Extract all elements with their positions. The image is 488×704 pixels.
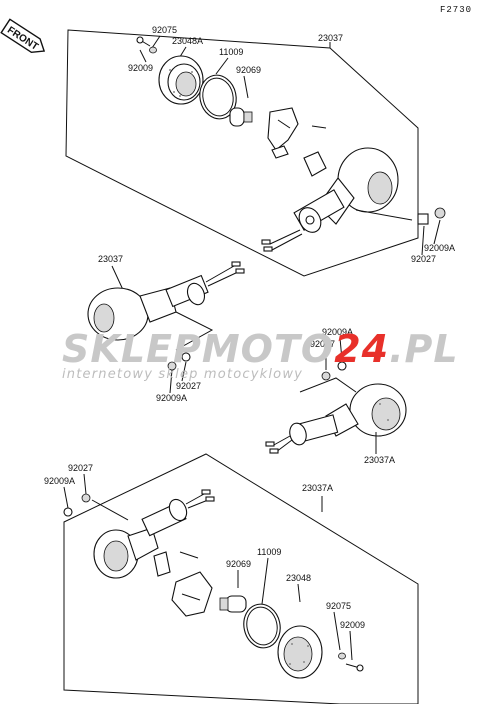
gasket-ring-icon [199,74,237,120]
watermark-brand-part1: SKLEPMOTO [62,327,334,371]
part-label-23048a-top: 23048A [172,36,203,46]
terminal-clip-icon [303,151,327,177]
part-label-92009a-bottom: 92009A [44,476,75,486]
assembly-label-mid-left: 23037 [98,254,123,264]
part-label-23048-bottom: 23048 [286,573,311,583]
assembly-label-top: 23037 [318,33,343,43]
part-label-92075-top: 92075 [152,25,177,35]
part-label-92027-top: 92027 [411,254,436,264]
part-label-92009-top: 92009 [128,63,153,73]
gasket-ring-icon [243,603,281,649]
wires-icon [261,229,303,252]
part-label-92027-mid-right: 92027 [310,339,335,349]
nut-icon [337,361,347,371]
part-label-92069-bottom: 92069 [226,559,251,569]
lens-icon [158,55,204,105]
group-top-right: 23037 92075 23048A 11009 92009 92069 920… [65,25,455,277]
part-label-11009-top: 11009 [219,47,243,57]
nut-icon [417,213,429,225]
front-arrow-icon: FRONT [0,18,46,54]
signal-housing-icon [93,498,188,579]
washer-icon [149,46,157,54]
signal-housing-icon [289,383,407,446]
group-middle-right: 92009A 92027 23037A [265,327,407,465]
washer-icon [321,371,331,381]
wires-icon [205,261,245,287]
part-label-92009a-mid-right: 92009A [322,327,353,337]
wires-icon [185,489,215,509]
terminal-clip-icon [153,551,171,577]
bulb-icon [219,595,247,613]
washer-icon [81,493,91,503]
socket-bracket-icon [267,107,299,159]
diagram-code: F2730 [440,5,472,15]
assembly-label-mid-right: 23037A [364,455,395,465]
signal-housing-icon [87,274,209,341]
group-middle-left: 23037 92027 92009A [87,254,245,403]
lens-icon [277,625,323,679]
watermark: SKLEPMOTO24.PL internetowy sklep motocyk… [62,327,459,382]
part-label-92027-bottom: 92027 [68,463,93,473]
watermark-brand: SKLEPMOTO24.PL [62,327,459,371]
group-boundary-bottom [63,453,419,704]
part-label-92009a-mid-left: 92009A [156,393,187,403]
screw-icon [136,36,151,47]
part-label-92009-bottom: 92009 [340,620,365,630]
group-bottom: 23037A 92027 92009A 92069 11009 [44,453,419,704]
wires-icon [265,435,293,454]
part-label-92069-top: 92069 [236,65,261,75]
washer-icon [434,207,446,219]
watermark-tagline: internetowy sklep motocyklowy [62,367,303,382]
part-label-92075-bottom: 92075 [326,601,351,611]
small-screw-icon [311,125,327,129]
assembly-label-bottom: 23037A [302,483,333,493]
part-label-92027-mid-left: 92027 [176,381,201,391]
watermark-brand-part2: 24 [334,327,389,371]
screw-icon [345,663,364,672]
part-label-92009a-top: 92009A [424,243,455,253]
bulb-icon [229,107,253,127]
nut-icon [63,507,73,517]
signal-housing-icon [293,147,399,233]
socket-bracket-icon [171,571,213,617]
washer-icon [338,652,346,660]
small-screw-icon [179,551,199,559]
nut-icon [181,352,191,362]
watermark-brand-part3: .PL [389,327,459,371]
part-label-11009-bottom: 11009 [257,547,281,557]
